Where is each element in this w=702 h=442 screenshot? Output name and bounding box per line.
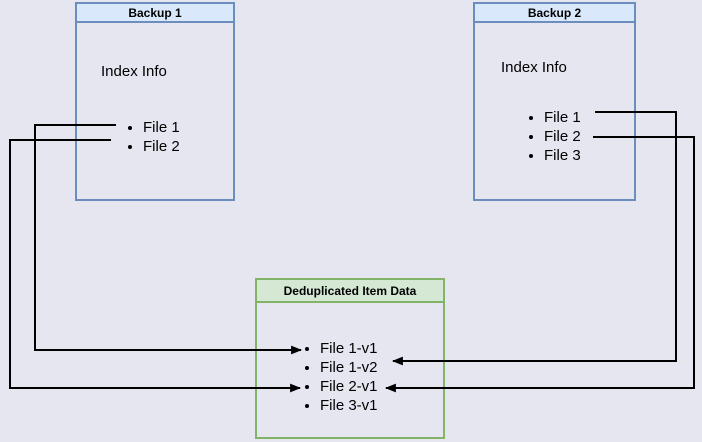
dedup-item: File 1-v1 — [320, 339, 378, 358]
dedup-title: Deduplicated Item Data — [257, 280, 443, 303]
backup1-title: Backup 1 — [77, 4, 233, 23]
backup1-index-info-label: Index Info — [101, 63, 167, 80]
backup2-box: Backup 2 Index Info File 1 File 2 File 3 — [473, 2, 636, 201]
dedup-item: File 2-v1 — [320, 377, 378, 396]
backup1-file-list: File 1 File 2 — [126, 118, 180, 156]
backup2-file-item: File 1 — [544, 108, 581, 127]
dedup-item-list: File 1-v1 File 1-v2 File 2-v1 File 3-v1 — [303, 339, 378, 415]
backup2-file-list: File 1 File 2 File 3 — [527, 108, 581, 165]
backup2-file-item: File 3 — [544, 146, 581, 165]
backup1-box: Backup 1 Index Info File 1 File 2 — [75, 2, 235, 201]
backup2-index-info-label: Index Info — [501, 59, 567, 76]
backup1-file-item: File 2 — [143, 137, 180, 156]
dedup-item: File 3-v1 — [320, 396, 378, 415]
dedup-box: Deduplicated Item Data File 1-v1 File 1-… — [255, 278, 445, 439]
backup2-title: Backup 2 — [475, 4, 634, 23]
dedup-item: File 1-v2 — [320, 358, 378, 377]
backup2-file-item: File 2 — [544, 127, 581, 146]
backup1-file-item: File 1 — [143, 118, 180, 137]
